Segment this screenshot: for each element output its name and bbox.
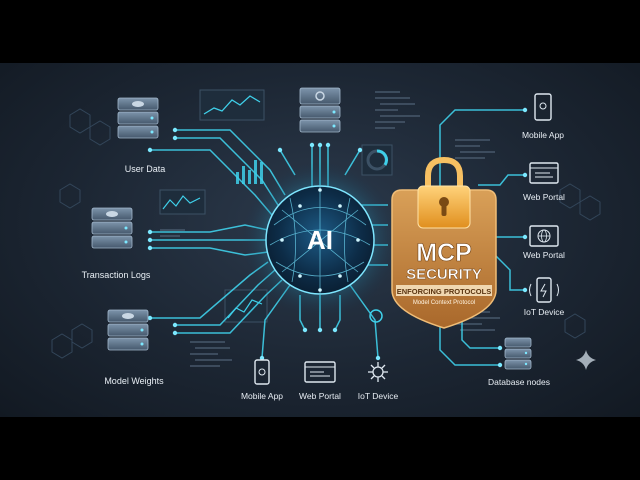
server-node-user-data: User Data [117, 97, 166, 174]
right-node-database-nodes: Database nodes [488, 337, 550, 387]
smartphone-icon [254, 359, 270, 385]
left-node-label: User Data [125, 164, 166, 174]
left-node-label: Transaction Logs [82, 270, 151, 280]
bottom-node-iot-device: IoT Device [358, 362, 399, 401]
shield-caption: Model Context Protocol [413, 300, 475, 306]
padlock-icon [417, 156, 471, 229]
bottom-node-mobile-app: Mobile App [241, 359, 283, 401]
right-node-label: Mobile App [522, 130, 564, 140]
mini-line-chart-left [159, 189, 206, 215]
server-node-top [299, 87, 341, 133]
bottom-node-label: IoT Device [358, 391, 399, 401]
database-server-icon [117, 97, 159, 139]
right-node-mobile-app: Mobile App [522, 93, 564, 140]
smartphone-icon [534, 93, 552, 121]
database-server-icon [91, 207, 133, 249]
right-node-label: Web Portal [523, 250, 565, 260]
diagram-scene: AI MCP SECURITY ENFORCING PROTOCOLS Mode… [0, 63, 640, 417]
bottom-node-label: Mobile App [241, 391, 283, 401]
ai-hub-orb: AI [242, 162, 398, 318]
mcp-security-shield: MCP SECURITY ENFORCING PROTOCOLS Model C… [391, 156, 497, 329]
right-node-web-portal-1: Web Portal [523, 162, 565, 202]
right-node-iot-device: IoT Device [524, 277, 565, 317]
database-server-icon [107, 309, 149, 351]
shield-banner: ENFORCING PROTOCOLS [397, 287, 491, 296]
right-node-label: Database nodes [488, 377, 550, 387]
right-node-label: IoT Device [524, 307, 565, 317]
right-node-web-portal-2: Web Portal [523, 225, 565, 260]
bottom-node-label: Web Portal [299, 391, 341, 401]
monitor-icon [304, 361, 336, 383]
database-server-icon [504, 337, 532, 370]
left-node-label: Model Weights [104, 376, 164, 386]
hexagon-pattern-left [51, 108, 111, 359]
iot-network-icon [368, 362, 388, 382]
iot-phone-icon [529, 277, 559, 303]
mini-ring-widget [369, 309, 383, 323]
shield-title: MCP [416, 239, 472, 267]
mini-line-chart-top [199, 89, 265, 121]
bottom-node-web-portal: Web Portal [299, 361, 341, 401]
sparkle-icon [576, 350, 596, 370]
monitor-icon [529, 162, 559, 184]
shield-subtitle: SECURITY [406, 266, 482, 283]
trace-terminals [147, 107, 528, 368]
database-server-icon [299, 87, 341, 133]
right-node-label: Web Portal [523, 192, 565, 202]
server-node-transaction-logs: Transaction Logs [82, 207, 151, 280]
globe-monitor-icon [529, 225, 559, 247]
hub-label: AI [307, 225, 333, 255]
diagram-canvas: AI MCP SECURITY ENFORCING PROTOCOLS Mode… [51, 87, 601, 401]
neural-nodes [280, 188, 360, 292]
letterbox-bottom [0, 417, 640, 480]
letterbox-top [0, 0, 640, 63]
mini-donut-widget [361, 144, 393, 176]
hexagon-pattern-right [559, 183, 601, 339]
server-node-model-weights: Model Weights [104, 309, 164, 386]
